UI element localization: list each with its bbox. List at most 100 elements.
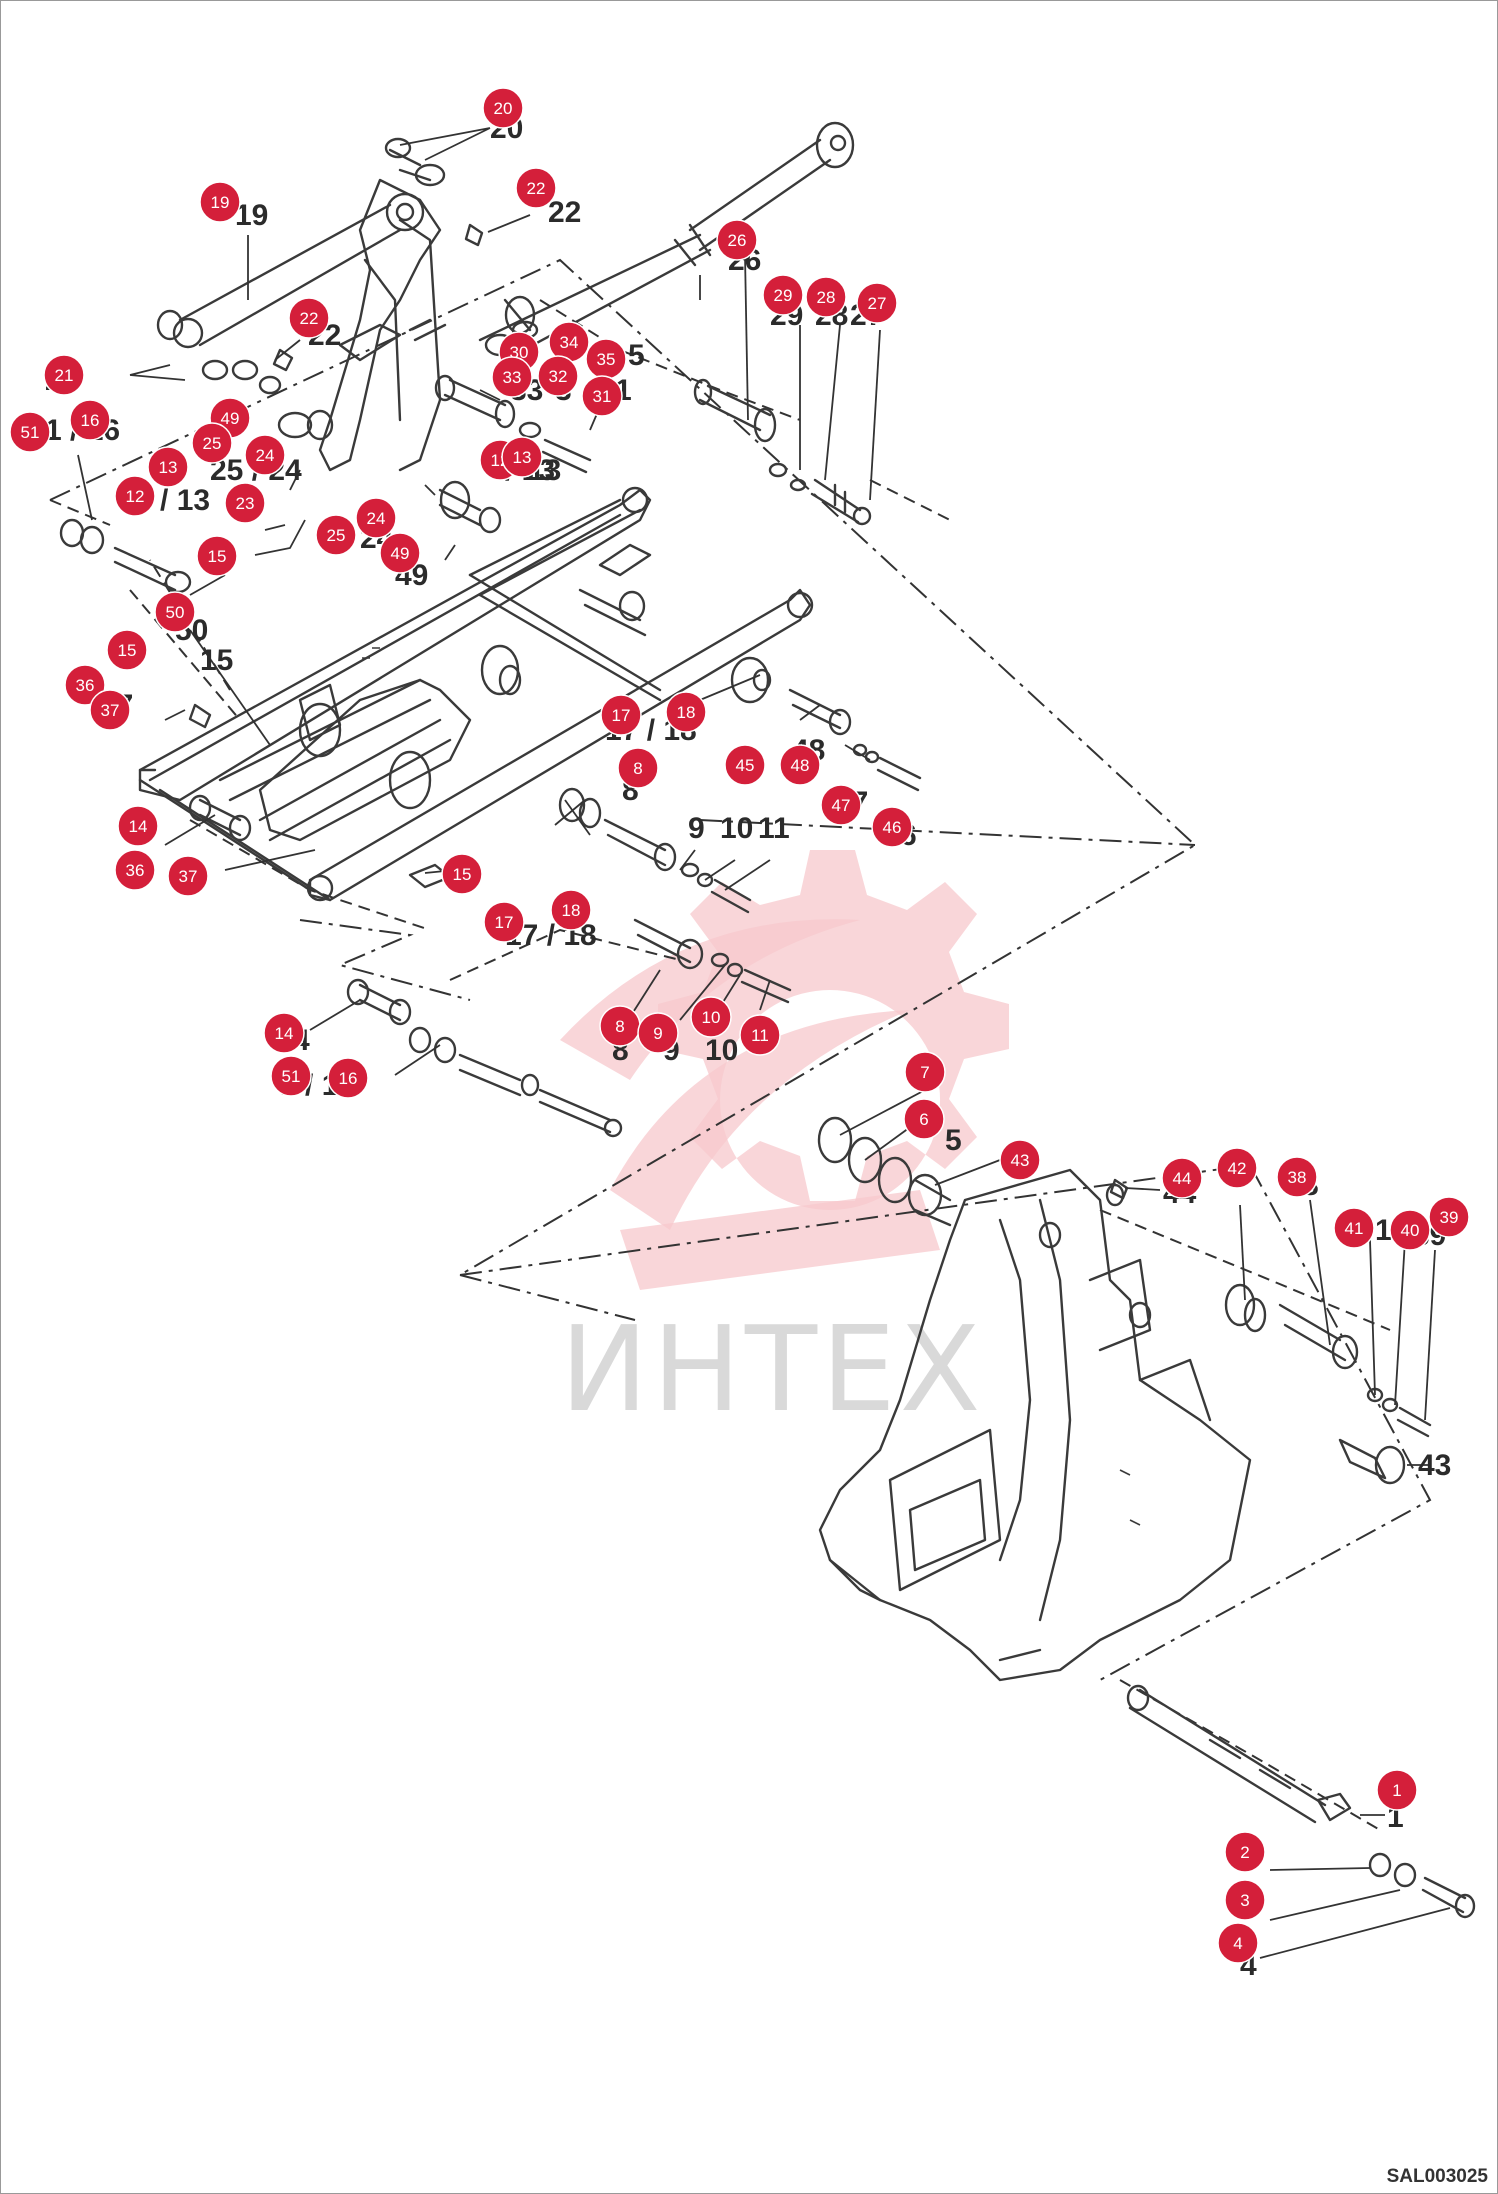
- index-marker[interactable]: 8: [599, 1005, 641, 1047]
- index-marker[interactable]: 25: [191, 422, 233, 464]
- index-marker[interactable]: 1: [1376, 1769, 1418, 1811]
- bottom-main-pin: [1126, 1684, 1476, 1919]
- index-marker[interactable]: 16: [327, 1057, 369, 1099]
- index-marker[interactable]: 37: [89, 689, 131, 731]
- index-marker[interactable]: 14: [117, 805, 159, 847]
- index-marker[interactable]: 2: [1224, 1831, 1266, 1873]
- index-marker[interactable]: 19: [199, 181, 241, 223]
- index-marker-number: 15: [453, 865, 472, 884]
- index-marker[interactable]: 18: [550, 889, 592, 931]
- index-marker[interactable]: 29: [762, 274, 804, 316]
- index-marker[interactable]: 45: [724, 744, 766, 786]
- index-marker[interactable]: 8: [617, 747, 659, 789]
- index-marker[interactable]: 35: [585, 338, 627, 380]
- index-marker[interactable]: 18: [665, 691, 707, 733]
- index-marker[interactable]: 23: [224, 482, 266, 524]
- index-marker[interactable]: 51: [270, 1055, 312, 1097]
- index-marker[interactable]: 44: [1161, 1157, 1203, 1199]
- index-marker[interactable]: 42: [1216, 1147, 1258, 1189]
- index-marker-number: 42: [1228, 1159, 1247, 1178]
- index-marker[interactable]: 41: [1333, 1207, 1375, 1249]
- index-marker-number: 11: [751, 1026, 769, 1045]
- index-marker-circle: [856, 282, 898, 324]
- index-marker[interactable]: 13: [501, 436, 543, 478]
- index-marker-number: 14: [275, 1024, 294, 1043]
- index-marker-number: 28: [817, 288, 836, 307]
- index-marker[interactable]: 24: [244, 434, 286, 476]
- index-marker[interactable]: 11: [739, 1014, 781, 1056]
- index-marker[interactable]: 15: [106, 629, 148, 671]
- index-marker-circle: [263, 1012, 305, 1054]
- index-marker-number: 20: [494, 99, 513, 118]
- index-marker[interactable]: 28: [805, 276, 847, 318]
- index-marker[interactable]: 14: [263, 1012, 305, 1054]
- index-marker[interactable]: 40: [1389, 1209, 1431, 1251]
- index-marker-circle: [903, 1098, 945, 1140]
- index-marker-circle: [482, 87, 524, 129]
- index-marker[interactable]: 33: [491, 356, 533, 398]
- index-marker[interactable]: 12: [114, 475, 156, 517]
- index-marker[interactable]: 17: [600, 694, 642, 736]
- index-marker-number: 40: [1401, 1221, 1420, 1240]
- index-marker[interactable]: 21: [43, 354, 85, 396]
- index-marker[interactable]: 36: [114, 849, 156, 891]
- index-marker[interactable]: 49: [379, 532, 421, 574]
- index-marker-number: 8: [633, 759, 642, 778]
- index-marker[interactable]: 38: [1276, 1156, 1318, 1198]
- index-marker[interactable]: 15: [196, 535, 238, 577]
- index-marker[interactable]: 26: [716, 219, 758, 261]
- index-marker[interactable]: 39: [1428, 1196, 1470, 1238]
- index-marker[interactable]: 17: [483, 901, 525, 943]
- index-marker[interactable]: 22: [515, 167, 557, 209]
- index-marker-number: 10: [702, 1008, 721, 1027]
- drawing-code: SAL003025: [1386, 2166, 1488, 2187]
- index-marker-number: 16: [81, 411, 100, 430]
- index-marker[interactable]: 13: [147, 446, 189, 488]
- index-marker[interactable]: 50: [154, 591, 196, 633]
- watermark-text: ИНТЕХ: [560, 1300, 984, 1438]
- index-marker[interactable]: 10: [690, 996, 732, 1038]
- index-marker[interactable]: 48: [779, 744, 821, 786]
- index-marker-circle: [999, 1139, 1041, 1181]
- index-marker-number: 9: [653, 1024, 662, 1043]
- index-marker[interactable]: 15: [441, 853, 483, 895]
- index-marker-circle: [600, 694, 642, 736]
- index-marker[interactable]: 27: [856, 282, 898, 324]
- pivot-pin-set: [434, 320, 592, 534]
- index-marker[interactable]: 20: [482, 87, 524, 129]
- index-marker-circle: [1376, 1769, 1418, 1811]
- callout-label: 15: [200, 644, 233, 677]
- index-marker[interactable]: 51: [9, 411, 51, 453]
- index-marker[interactable]: 4: [1217, 1922, 1259, 1964]
- index-marker[interactable]: 6: [903, 1098, 945, 1140]
- index-marker[interactable]: 22: [288, 297, 330, 339]
- index-marker-number: 31: [593, 387, 612, 406]
- index-marker-circle: [537, 355, 579, 397]
- index-marker[interactable]: 25: [315, 514, 357, 556]
- index-marker[interactable]: 37: [167, 855, 209, 897]
- index-marker-circle: [871, 806, 913, 848]
- index-marker-number: 4: [1233, 1934, 1242, 1953]
- index-marker-number: 45: [736, 756, 755, 775]
- index-marker[interactable]: 24: [355, 497, 397, 539]
- index-marker-circle: [154, 591, 196, 633]
- index-marker[interactable]: 32: [537, 355, 579, 397]
- index-marker-number: 22: [527, 179, 546, 198]
- index-marker-number: 32: [549, 367, 568, 386]
- index-marker[interactable]: 43: [999, 1139, 1041, 1181]
- index-marker[interactable]: 47: [820, 784, 862, 826]
- callout-label: 1: [1375, 1214, 1392, 1247]
- index-marker-circle: [762, 274, 804, 316]
- index-marker-number: 18: [677, 703, 696, 722]
- index-marker-number: 46: [883, 818, 902, 837]
- index-marker[interactable]: 16: [69, 399, 111, 441]
- index-marker[interactable]: 3: [1224, 1879, 1266, 1921]
- index-marker[interactable]: 9: [637, 1012, 679, 1054]
- index-marker-number: 1: [1392, 1781, 1401, 1800]
- index-marker[interactable]: 36: [64, 664, 106, 706]
- index-marker-circle: [43, 354, 85, 396]
- index-marker[interactable]: 7: [904, 1051, 946, 1093]
- index-marker[interactable]: 31: [581, 375, 623, 417]
- index-marker[interactable]: 46: [871, 806, 913, 848]
